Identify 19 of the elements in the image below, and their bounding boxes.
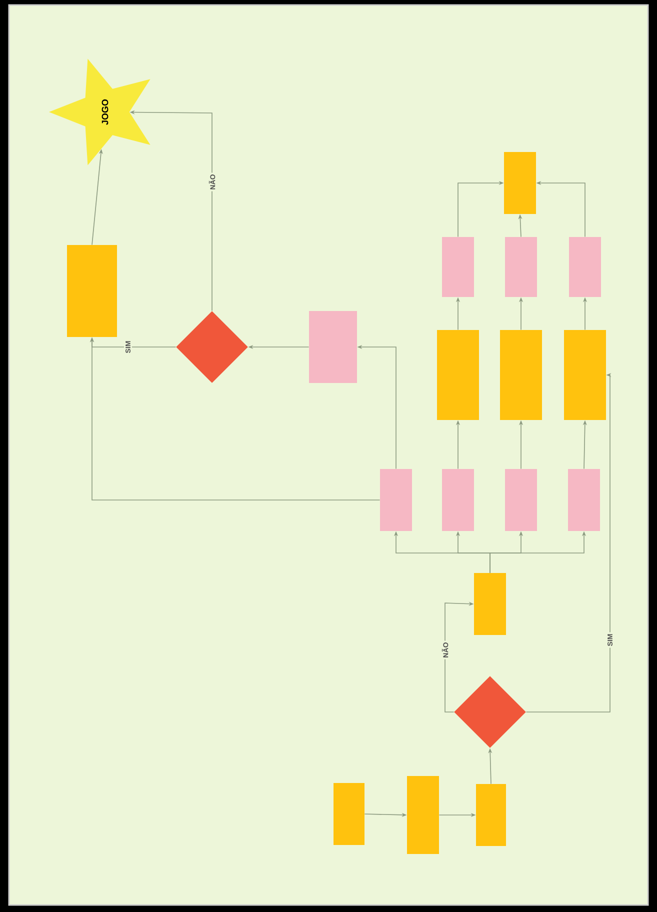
process-box (504, 152, 536, 214)
process-box (442, 469, 474, 531)
process-box (67, 245, 117, 337)
process-box (309, 311, 357, 383)
decision-diamond (176, 311, 248, 383)
process-box (334, 783, 364, 845)
process-box (476, 784, 506, 846)
process-box (407, 776, 439, 854)
process-box (564, 330, 606, 420)
process-box (437, 330, 479, 420)
process-box (568, 469, 600, 531)
process-box (442, 237, 474, 297)
process-box (380, 469, 412, 531)
process-box (569, 237, 601, 297)
decision-diamond (454, 676, 526, 748)
process-box (505, 469, 537, 531)
process-box (500, 330, 542, 420)
process-box (474, 573, 506, 635)
process-box (505, 237, 537, 297)
